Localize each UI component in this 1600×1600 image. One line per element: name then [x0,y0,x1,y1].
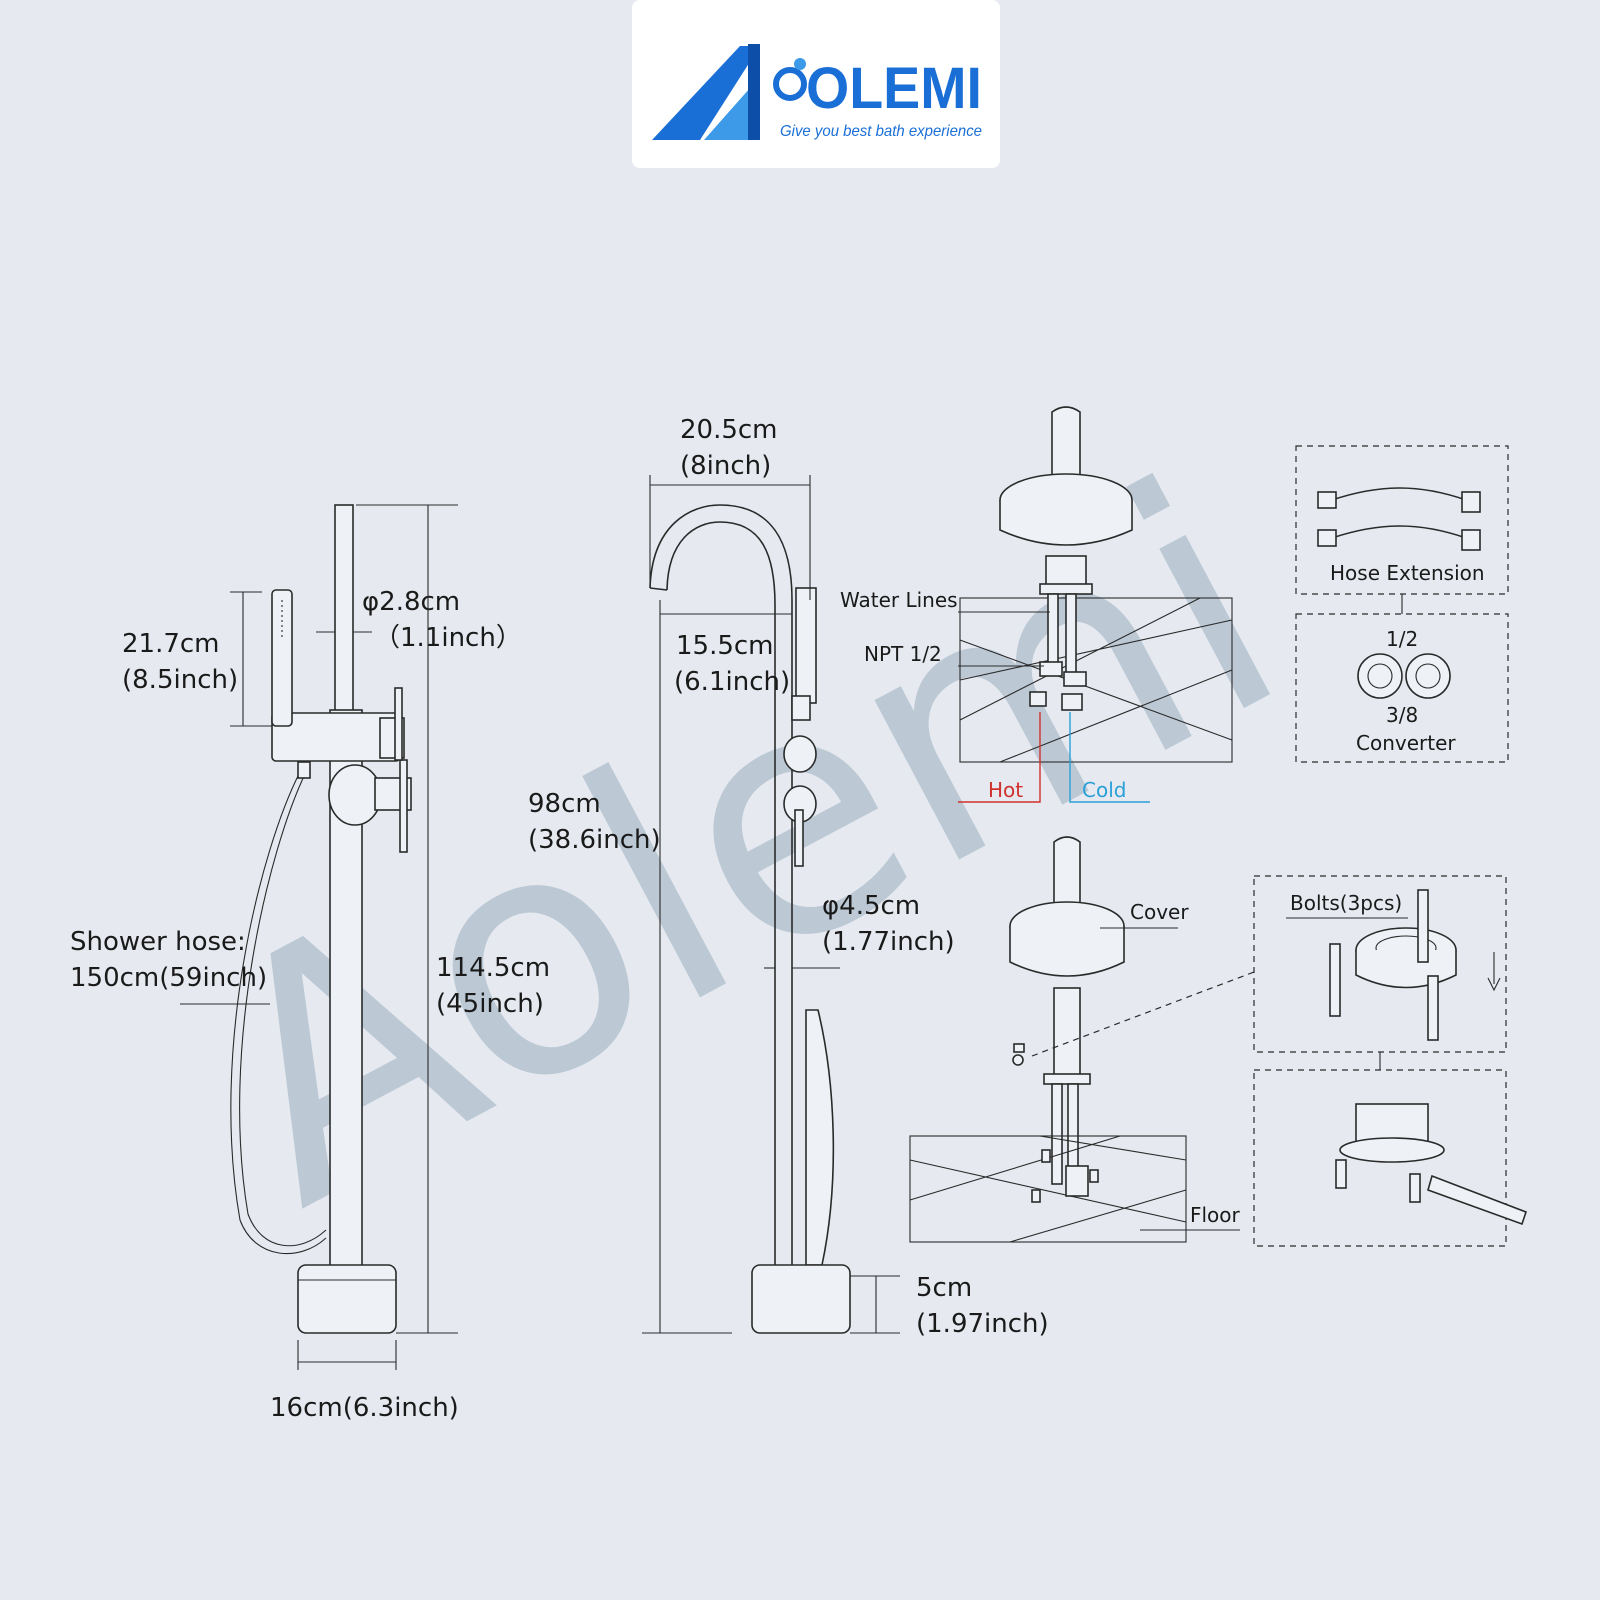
side-view-faucet [649,504,851,1334]
water-lines-label: Water Lines [840,588,958,612]
accessory-bolts: Bolts(3pcs) [1253,875,1507,1053]
shower-hose [230,771,327,1255]
converter-top-label: 1/2 [1386,627,1418,651]
floor-label: Floor [1190,1203,1241,1227]
base-height-in: (1.97inch) [916,1309,1049,1339]
accessory-wrench-install [1253,1069,1528,1247]
spout-width: 20.5cm [680,415,778,445]
handshower-length-in: (8.5inch) [122,665,238,695]
total-height-in: (45inch) [436,989,544,1019]
accessory-hose-extension: Hose Extension [1295,445,1509,595]
hose-length: 150cm(59inch) [70,963,267,993]
front-base [297,1264,397,1334]
front-view-faucet [230,504,412,1334]
brand-name: OLEMI [806,56,982,121]
pipe-diameter: φ4.5cm [822,891,920,921]
front-dimensions: 21.7cm (8.5inch) φ2.8cm （1.1inch） 114.5c… [70,504,550,1423]
spout-width-in: (8inch) [680,451,771,481]
spout-height: 98cm [528,789,601,819]
spout-reach-in: (6.1inch) [674,667,790,697]
riser-diameter-in: （1.1inch） [374,623,522,653]
accessory-converter: 1/2 3/8 Converter [1295,613,1509,763]
install-top-diagram: Water Lines NPT 1/2 Hot Cold [840,406,1233,803]
side-base [751,1264,851,1334]
hot-label: Hot [988,778,1023,802]
install-bottom-diagram: Cover Floor [909,836,1255,1243]
npt-label: NPT 1/2 [864,642,942,666]
logo-mark [652,44,807,140]
spout-height-in: (38.6inch) [528,825,661,855]
pipe-diameter-in: (1.77inch) [822,927,955,957]
cover-label: Cover [1130,900,1189,924]
total-height: 114.5cm [436,953,550,983]
spout-arc [649,504,793,1265]
side-dimensions: 20.5cm (8inch) 15.5cm (6.1inch) 98cm (38… [528,415,1049,1339]
cold-label: Cold [1082,778,1126,802]
hand-shower [271,589,293,727]
base-height: 5cm [916,1273,972,1303]
spout-reach: 15.5cm [676,631,774,661]
floor-panel-bottom [909,1135,1187,1243]
handshower-length: 21.7cm [122,629,220,659]
base-width: 16cm(6.3inch) [270,1393,459,1423]
converter-bottom-label: 3/8 [1386,703,1418,727]
wrench-icon [1427,1174,1528,1226]
hot-line [958,712,1041,803]
riser-diameter: φ2.8cm [362,587,460,617]
converter-label: Converter [1356,731,1456,755]
hose-extension-label: Hose Extension [1330,561,1485,585]
brand-tagline: Give you best bath experience [780,123,982,140]
front-riser [334,504,354,716]
cold-line [1069,712,1150,803]
bolts-label: Bolts(3pcs) [1290,891,1402,915]
logo-card: OLEMI Give you best bath experience [632,0,1000,168]
hose-label: Shower hose: [70,927,246,957]
